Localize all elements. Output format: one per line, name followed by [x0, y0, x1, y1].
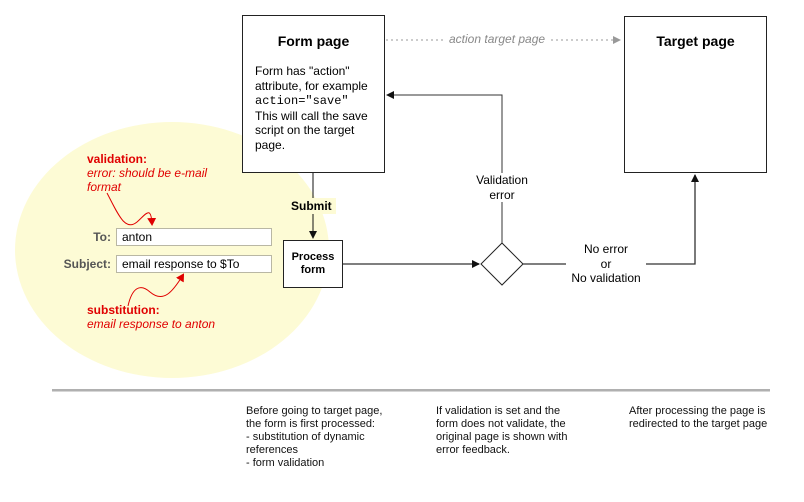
target-page-title: Target page	[656, 33, 735, 49]
process-form-label: Process form	[291, 251, 335, 276]
action-target-label: action target page	[445, 32, 550, 46]
form-page-title: Form page	[277, 33, 350, 49]
form-highlight-ellipse	[15, 122, 329, 378]
note-redirect: After processing the page is redirected …	[629, 405, 768, 430]
note-validation: If validation is set and the form does n…	[436, 405, 568, 456]
validation-annotation-title: validation:	[87, 152, 148, 166]
subject-field[interactable]	[116, 255, 272, 273]
substitution-annotation-arrow	[127, 273, 185, 307]
submit-label: Submit	[287, 198, 336, 214]
validation-error-label: Validation error	[468, 173, 536, 202]
form-page-description: Form has "action" attribute, for example…	[255, 64, 380, 152]
substitution-annotation-title: substitution:	[87, 303, 160, 317]
subject-label: Subject:	[63, 257, 111, 271]
form-page-desc-line1: Form has "action" attribute, for example	[255, 64, 368, 93]
validation-annotation-arrow	[106, 192, 157, 226]
target-page-box: Target page	[624, 16, 767, 173]
to-field[interactable]	[116, 228, 272, 246]
form-page-box: Form page Form has "action" attribute, f…	[242, 15, 385, 173]
no-error-label: No error or No validation	[566, 242, 646, 286]
substitution-annotation-text: email response to anton	[87, 317, 216, 331]
form-page-desc-line2: This will call the save script on the ta…	[255, 108, 368, 152]
process-form-box: Process form	[283, 240, 343, 288]
form-page-desc-code: action="save"	[255, 94, 349, 108]
section-divider	[52, 389, 770, 392]
note-process: Before going to target page, the form is…	[246, 405, 383, 469]
decision-diamond	[480, 242, 524, 286]
validation-error-connector	[386, 91, 503, 243]
to-label: To:	[93, 230, 111, 244]
validation-annotation-text: error: should be e-mail format	[87, 166, 208, 194]
